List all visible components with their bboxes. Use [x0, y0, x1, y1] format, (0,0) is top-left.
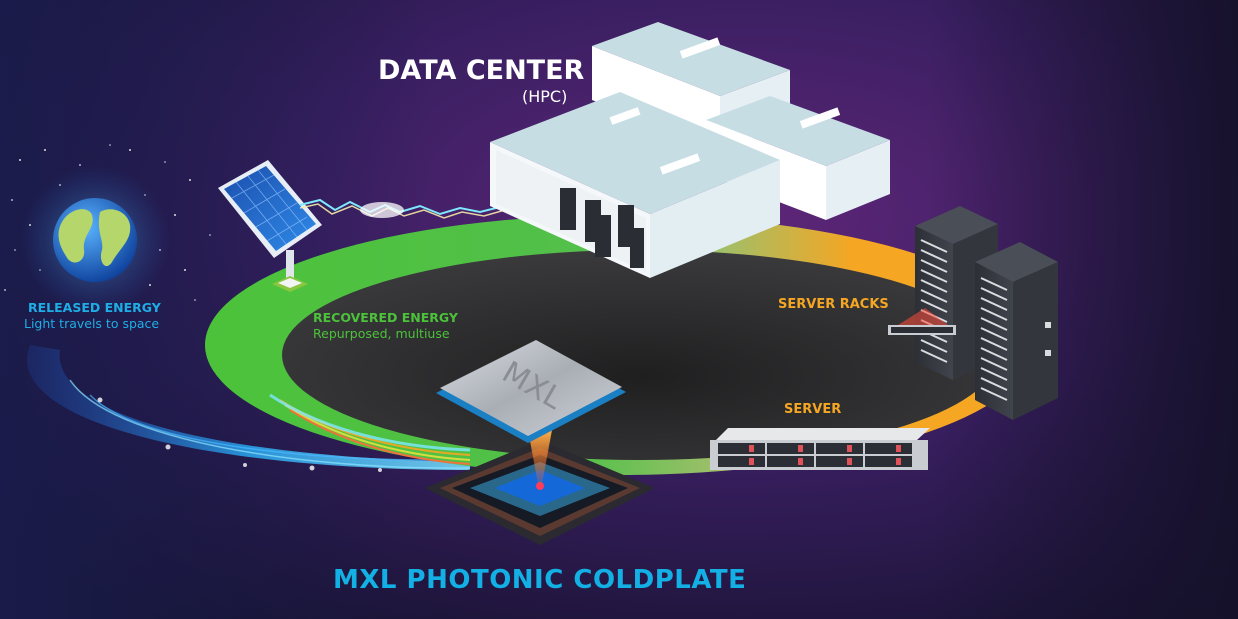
main-title: MXL PHOTONIC COLDPLATE — [333, 565, 747, 595]
data-center-subtitle: (HPC) — [522, 87, 568, 106]
released-energy-title: RELEASED ENERGY — [28, 300, 161, 315]
energy-cycle-ring — [205, 215, 1035, 475]
released-light-swoosh — [27, 345, 471, 472]
energy-lightning — [299, 198, 506, 219]
data-center-building-icon — [490, 22, 890, 278]
earth-globe-icon — [20, 165, 170, 315]
recovered-energy-title: RECOVERED ENERGY — [313, 310, 458, 325]
rack-server-icon — [710, 428, 930, 470]
stars — [4, 144, 211, 301]
photonic-chip-icon: MXL — [425, 340, 655, 545]
released-energy-subtitle: Light travels to space — [24, 316, 160, 331]
solar-panel-icon — [218, 160, 322, 292]
data-center-title: DATA CENTER — [378, 55, 585, 86]
server-racks-title: SERVER RACKS — [778, 297, 889, 312]
server-title: SERVER — [784, 402, 842, 417]
recovered-energy-subtitle: Repurposed, multiuse — [313, 326, 450, 341]
server-rack-icon — [888, 206, 1058, 420]
